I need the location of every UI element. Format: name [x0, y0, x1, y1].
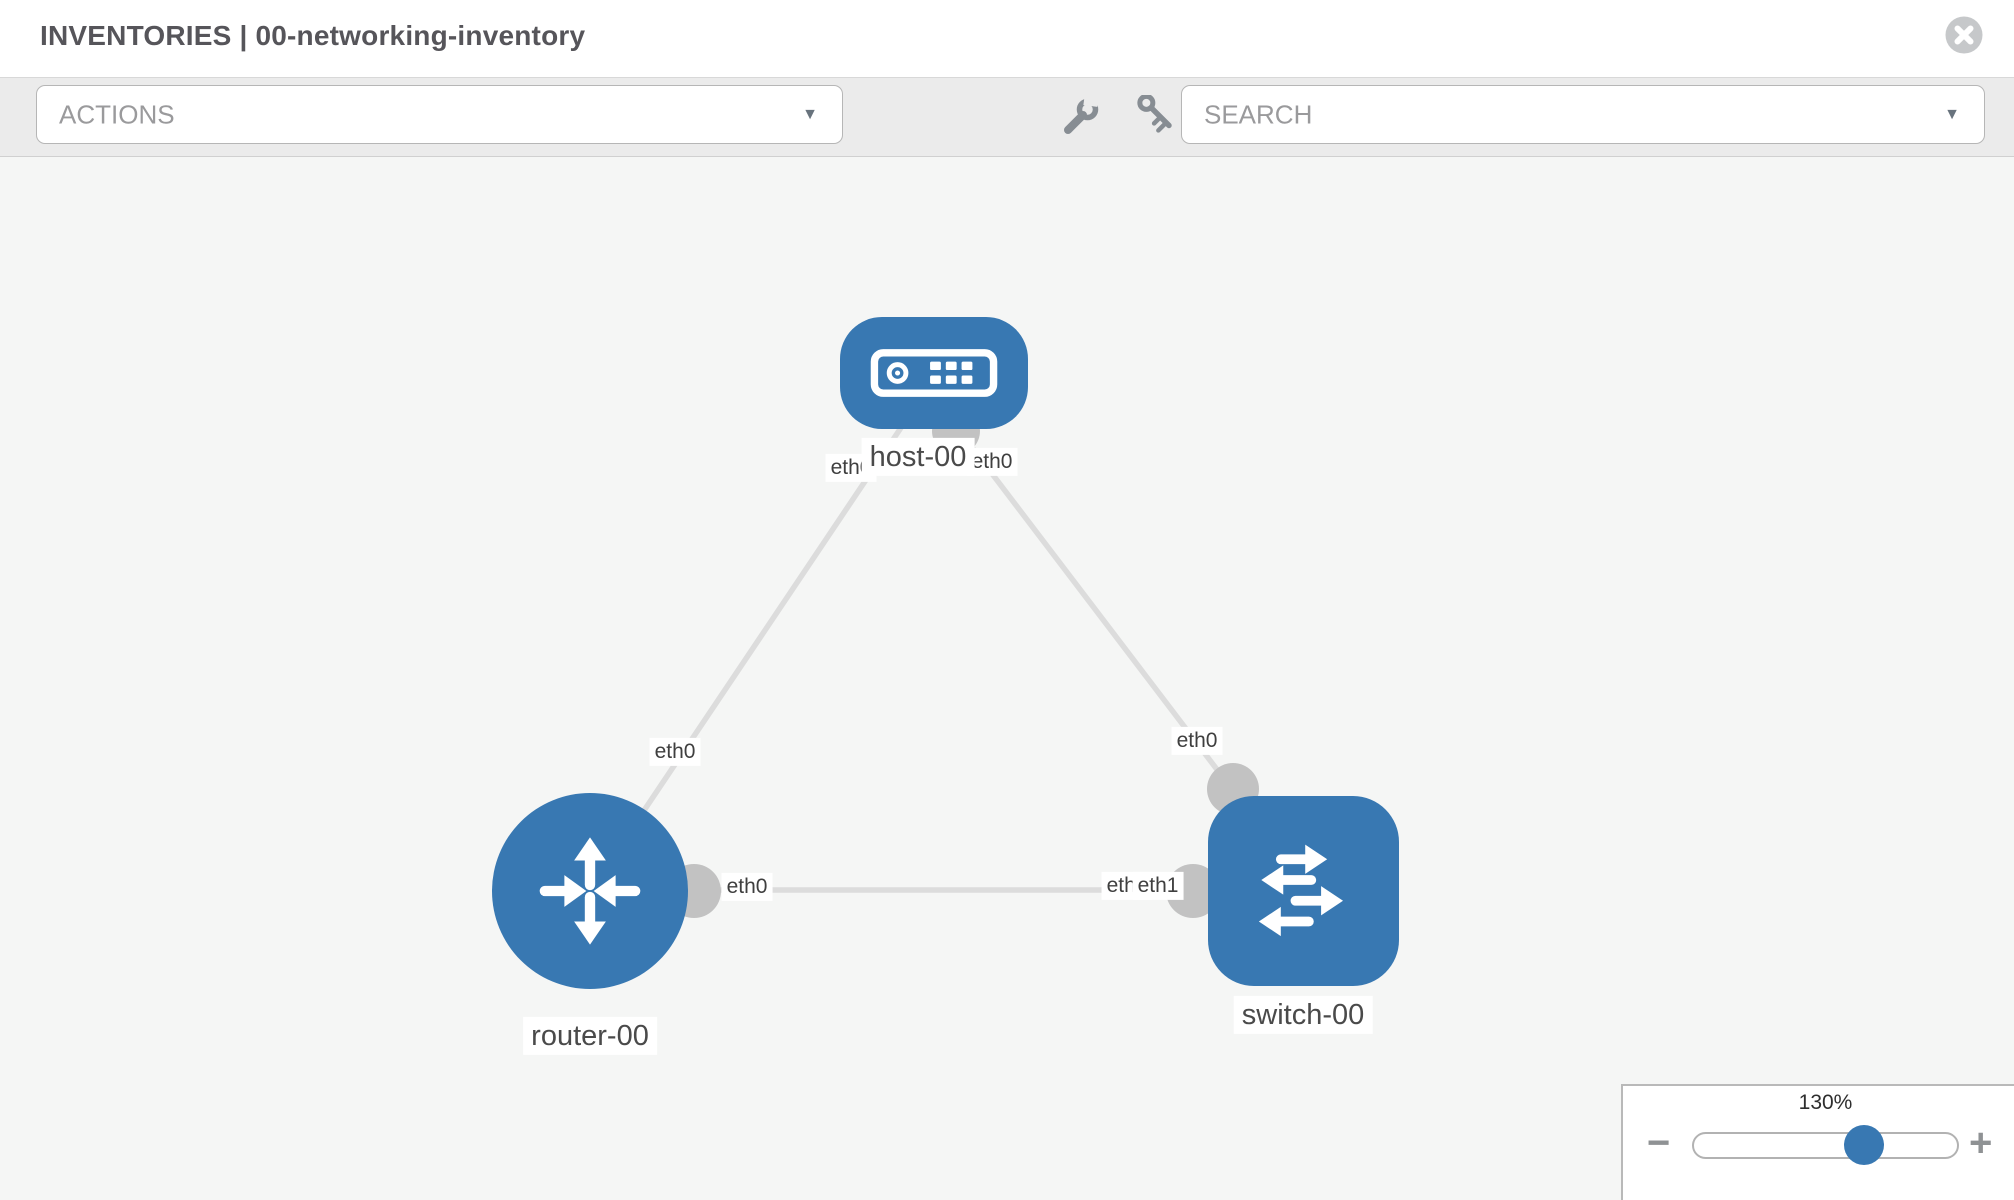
- zoom-in-button[interactable]: +: [1969, 1121, 1993, 1165]
- node-host-00[interactable]: [840, 317, 1028, 429]
- search-dropdown-label: SEARCH: [1204, 99, 1313, 129]
- node-router-00[interactable]: [492, 793, 688, 989]
- key-icon: [1137, 93, 1172, 133]
- search-dropdown[interactable]: SEARCH ▼: [1181, 85, 1985, 144]
- chevron-down-icon: ▼: [802, 105, 818, 123]
- panel-header: INVENTORIES | 00-networking-inventory: [0, 0, 2014, 78]
- zoom-slider-track[interactable]: [1692, 1132, 1959, 1159]
- zoom-out-button[interactable]: −: [1647, 1121, 1671, 1165]
- port-label-eth0: eth0: [649, 737, 701, 767]
- node-label-switch-00: switch-00: [1233, 995, 1373, 1035]
- chevron-down-icon: ▼: [1944, 105, 1960, 123]
- node-label-router-00: router-00: [523, 1016, 657, 1056]
- credentials-button[interactable]: [1130, 93, 1174, 139]
- node-label-host-00: host-00: [861, 437, 975, 477]
- wrench-icon: [1064, 95, 1099, 134]
- port-label-eth0: eth0: [721, 872, 773, 902]
- actions-dropdown-label: ACTIONS: [59, 99, 175, 129]
- close-button[interactable]: [1945, 16, 1983, 54]
- zoom-level-value: 130%: [1798, 1091, 1853, 1114]
- zoom-control-panel: 130% − +: [1621, 1084, 2014, 1200]
- node-switch-00[interactable]: [1208, 796, 1399, 986]
- port-label-eth0: eth0: [966, 447, 1018, 477]
- port-label-eth0: eth0: [1171, 726, 1223, 756]
- switch-icon: [1258, 844, 1343, 937]
- host-icon: [870, 349, 998, 397]
- port-label-eth1: eth1: [1132, 871, 1184, 901]
- circle-x-icon: [1945, 16, 1983, 54]
- configure-button[interactable]: [1058, 95, 1102, 139]
- topology-toolbar: ACTIONS ▼ SEARCH ▼: [0, 78, 2014, 157]
- router-icon: [539, 837, 641, 945]
- zoom-slider-thumb[interactable]: [1844, 1125, 1884, 1165]
- actions-dropdown[interactable]: ACTIONS ▼: [36, 85, 843, 144]
- page-title: INVENTORIES | 00-networking-inventory: [40, 20, 586, 51]
